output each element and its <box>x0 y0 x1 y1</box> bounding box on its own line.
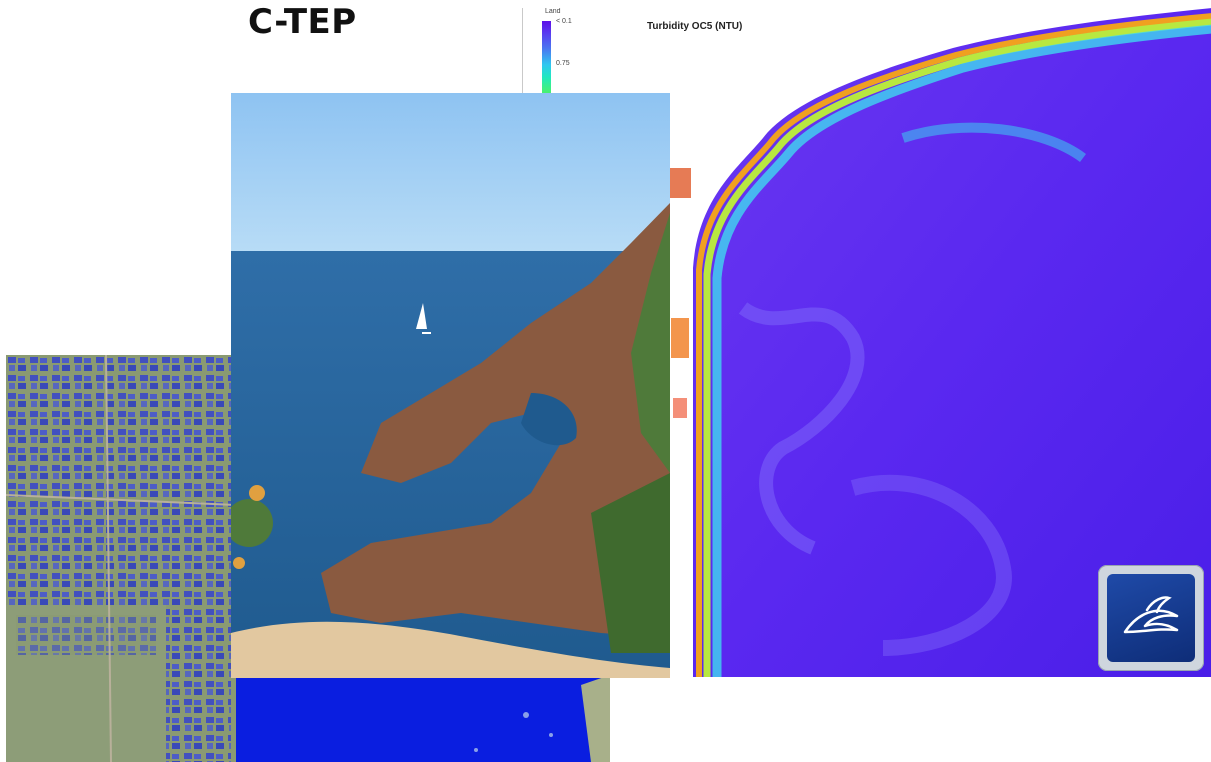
legend-color-bar <box>542 21 551 101</box>
legend-land-label: Land <box>545 8 561 15</box>
legend-mid-label: 0.75 <box>556 60 570 67</box>
legend-low-label: < 0.1 <box>556 18 572 25</box>
turbidity-title: Turbidity OC5 (NTU) <box>647 21 743 32</box>
coastal-cliff-photo <box>231 93 670 678</box>
wave-logo-icon <box>1098 565 1204 671</box>
page-title: C-TEP <box>248 2 357 42</box>
